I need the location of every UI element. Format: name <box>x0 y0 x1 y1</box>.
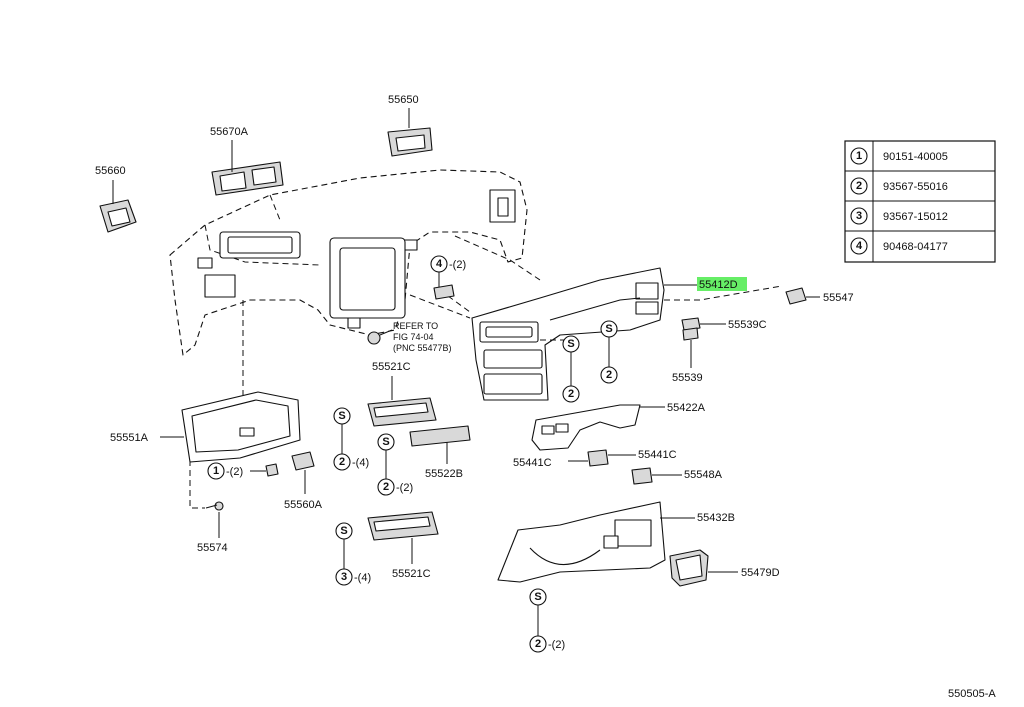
callout-1-qty: -(2) <box>226 466 243 478</box>
vent-55660 <box>99 180 137 233</box>
callout-2-b: 2 <box>606 369 612 381</box>
table-row: 2 93567-55016 <box>850 177 948 195</box>
part-labels: 55650 55670A 55660 55412D 55547 55539C 5… <box>95 94 854 580</box>
label-55539C: 55539C <box>728 319 767 331</box>
label-55551A: 55551A <box>110 432 149 444</box>
box-55479D <box>669 549 738 587</box>
refer-line-2: FIG 74-04 <box>393 332 434 342</box>
screw-55412D-left <box>367 331 381 345</box>
vent-55650 <box>387 108 433 157</box>
label-55521C-bottom: 55521C <box>392 568 431 580</box>
label-55670A: 55670A <box>210 126 249 138</box>
callout-1: 1 <box>213 465 219 477</box>
latch-55560A <box>291 451 315 494</box>
callout-3: 3 <box>341 571 347 583</box>
table-row-3-num: 3 <box>856 210 862 222</box>
highlight-55412D <box>697 277 747 291</box>
callout-4-qty: -(2) <box>449 259 466 271</box>
instrument-panel <box>169 169 528 356</box>
label-55522B: 55522B <box>425 468 463 480</box>
label-55547: 55547 <box>823 292 854 304</box>
callouts: 4 -(2) S 2 S 2 1 -(2) S 2 -(4) S 2 -(2) <box>207 255 618 653</box>
s-symbol-3: S <box>338 410 345 422</box>
label-55548A: 55548A <box>684 469 723 481</box>
clip-55547 <box>785 287 820 305</box>
callout-4-number: 4 <box>436 258 443 270</box>
s-symbol-6: S <box>534 591 541 603</box>
label-55660: 55660 <box>95 165 126 177</box>
label-55539: 55539 <box>672 372 703 384</box>
label-55650: 55650 <box>388 94 419 106</box>
s-symbol-2: S <box>605 323 612 335</box>
callout-2-e-qty: -(2) <box>548 639 565 651</box>
label-55479D: 55479D <box>741 567 780 579</box>
label-55432B: 55432B <box>697 512 735 524</box>
bracket-55521C-bottom <box>367 511 439 564</box>
table-row-3-part: 93567-15012 <box>883 211 948 223</box>
refer-note: REFER TO FIG 74-04 (PNC 55477B) <box>379 321 452 353</box>
table-row: 3 93567-15012 <box>850 207 948 225</box>
refer-line-1: REFER TO <box>393 321 438 331</box>
fastener-table: 1 90151-40005 2 93567-55016 3 93567-1501… <box>844 140 996 263</box>
clip-55441C <box>568 449 636 467</box>
table-row-4-part: 90468-04177 <box>883 241 948 253</box>
callout-2-d-qty: -(2) <box>396 482 413 494</box>
label-55441C-right: 55441C <box>638 449 677 461</box>
callout-2-d: 2 <box>383 481 389 493</box>
table-row-4-num: 4 <box>856 240 863 252</box>
refer-line-3: (PNC 55477B) <box>393 343 452 353</box>
table-row: 4 90468-04177 <box>850 237 948 255</box>
label-55574: 55574 <box>197 542 228 554</box>
part-55539 <box>682 327 699 368</box>
callout-2-a: 2 <box>568 388 574 400</box>
callout-2-e: 2 <box>535 638 541 650</box>
callout-2-c: 2 <box>339 456 345 468</box>
label-55560A: 55560A <box>284 499 323 511</box>
vent-55670A <box>211 140 284 196</box>
label-55521C-top: 55521C <box>372 361 411 373</box>
label-55422A: 55422A <box>667 402 706 414</box>
label-55412D: 55412D <box>699 279 738 291</box>
part-55522B <box>409 425 471 464</box>
callout-2-c-qty: -(4) <box>352 457 369 469</box>
screw-glovebox <box>265 463 279 477</box>
glove-box-55551A <box>160 391 301 463</box>
cluster-finish-panel-55412D <box>471 267 665 401</box>
label-55441C-left: 55441C <box>513 457 552 469</box>
callout-3-qty: -(4) <box>354 572 371 584</box>
figure-id: 550505-A <box>948 688 996 700</box>
bracket-55521C-top <box>367 376 437 427</box>
table-row-2-part: 93567-55016 <box>883 181 948 193</box>
table-row-2-num: 2 <box>856 180 862 192</box>
table-row: 1 90151-40005 <box>850 147 948 165</box>
s-symbol-5: S <box>340 525 347 537</box>
table-row-1-num: 1 <box>856 150 862 162</box>
s-symbol-4: S <box>382 436 389 448</box>
table-row-1-part: 90151-40005 <box>883 151 948 163</box>
s-symbol-1: S <box>567 338 574 350</box>
cover-55422A <box>531 404 665 451</box>
part-55548A <box>631 467 682 485</box>
part-55539C <box>681 317 726 331</box>
panel-55432B <box>497 501 695 583</box>
pin-55574 <box>205 501 224 538</box>
